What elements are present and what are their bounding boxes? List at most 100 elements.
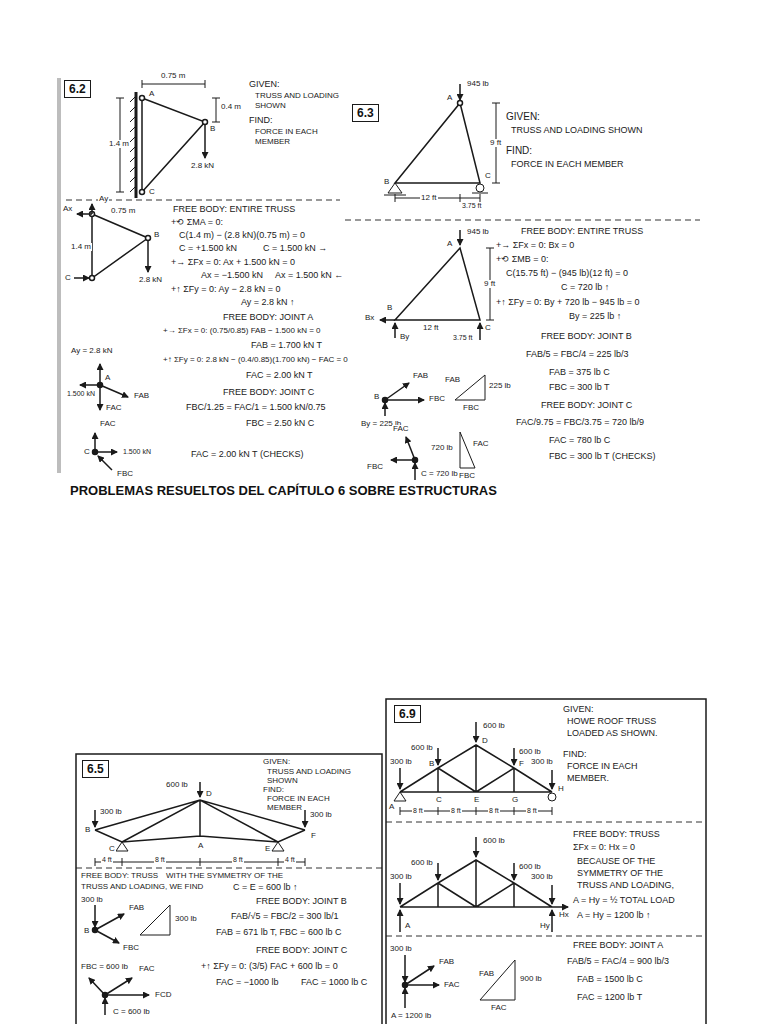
- annotation-text: A: [404, 922, 411, 930]
- annotation-text: 12 ft: [420, 194, 438, 202]
- truss-6-3-part: [414, 463, 416, 480]
- annotation-text: C: [435, 796, 443, 804]
- truss-6-2-part: [90, 276, 95, 281]
- annotation-text: +→ ΣFx = 0: Ax + 1.500 kN = 0: [170, 258, 296, 267]
- annotation-text: HOWE ROOF TRUSS: [566, 717, 657, 726]
- panel-frame-part: [386, 699, 706, 1024]
- problem-number: 6.2: [69, 82, 86, 96]
- annotation-text: FAC = −1000 lb: [215, 978, 280, 987]
- binding-strip-part: [57, 78, 61, 473]
- truss-6-2-part: [203, 120, 208, 125]
- annotation-text: Ax = −1.500 kN: [200, 271, 264, 280]
- annotation-text: FAC = 1000 lb C: [300, 978, 368, 987]
- annotation-text: MEMBER.: [566, 774, 610, 783]
- annotation-text: 600 lb: [518, 863, 542, 871]
- annotation-text: TRUSS AND LOADING, WE FIND: [80, 883, 204, 891]
- annotation-text: FORCE IN EACH: [254, 128, 319, 136]
- truss-6-3-part: [385, 399, 424, 401]
- annotation-text: E: [264, 845, 271, 853]
- annotation-text: Ax = 1.500 kN ←: [274, 271, 344, 280]
- annotation-text: WITH THE SYMMETRY OF THE: [165, 872, 284, 880]
- annotation-text: GIVEN:: [505, 112, 541, 122]
- annotation-text: FAB/5 = FBC/4 = 225 lb/3: [525, 350, 630, 359]
- annotation-text: FREE BODY: ENTIRE TRUSS: [172, 205, 296, 214]
- truss-6-9-part: [475, 722, 477, 742]
- annotation-text: B: [383, 178, 390, 186]
- truss-6-2-part: [80, 384, 100, 386]
- truss-6-5-part: [95, 914, 124, 930]
- truss-6-9-part: [513, 748, 515, 765]
- truss-6-2-part: [142, 98, 205, 192]
- annotation-text: FBC: [116, 470, 134, 478]
- annotation-text: FCD: [154, 991, 172, 999]
- annotation-text: FORCE IN EACH MEMBER: [510, 160, 625, 169]
- annotation-text: FREE BODY: JOINT B: [540, 332, 633, 341]
- annotation-text: +↑ ΣFy = 0: Ay − 2.8 kN = 0: [170, 285, 281, 294]
- annotation-text: Ay = 2.8 kN: [70, 347, 113, 355]
- annotation-text: FREE BODY: ENTIRE TRUSS: [520, 227, 644, 236]
- annotation-text: A: [388, 803, 395, 811]
- truss-6-3-part: [472, 193, 488, 194]
- annotation-text: B: [83, 927, 90, 935]
- truss-6-2-part: [212, 98, 220, 122]
- annotation-text: C = +1.500 kN: [178, 244, 238, 253]
- annotation-text: FAC/9.75 = FBC/3.75 = 720 lb/9: [515, 418, 645, 427]
- truss-6-9-part: [552, 906, 568, 908]
- annotation-text: +→ ΣFx = 0: Bx = 0: [495, 241, 575, 250]
- panel-frame: [76, 699, 706, 1024]
- truss-6-9-part: [437, 863, 439, 880]
- annotation-text: B: [209, 125, 216, 133]
- truss-6-2-part: [130, 96, 136, 192]
- annotation-text: FBC = 300 lb T: [548, 383, 611, 392]
- annotation-text: By = 225 lb ↑: [568, 312, 622, 321]
- annotation-text: FBC = 600 lb: [80, 963, 129, 971]
- truss-6-5-part: [199, 782, 201, 797]
- annotation-text: A = Hy = 1200 lb ↑: [576, 911, 652, 920]
- annotation-text: FAC = 2.00 kN T: [245, 371, 314, 380]
- problem-number-box: 6.5: [82, 760, 109, 778]
- truss-6-9-part: [548, 793, 556, 801]
- annotation-text: MEMBER: [266, 804, 303, 812]
- annotation-text: GIVEN:: [262, 758, 291, 766]
- annotation-text: FAC: [138, 965, 156, 973]
- truss-6-2-part: [94, 433, 96, 452]
- truss-6-5-part: [95, 800, 305, 842]
- annotation-text: B: [153, 231, 160, 239]
- annotation-text: C(15.75 ft) − (945 lb)(12 ft) = 0: [505, 269, 629, 278]
- annotation-text: FBC: [366, 463, 384, 471]
- truss-6-3-part: [395, 248, 480, 320]
- annotation-text: C = 600 lb: [112, 1008, 151, 1016]
- annotation-text: 8 ft: [154, 856, 166, 863]
- truss-6-9-part: [405, 966, 434, 985]
- annotation-text: Ax: [62, 205, 73, 213]
- annotation-text: FAB: [133, 392, 150, 400]
- annotation-text: 900 lb: [519, 975, 543, 983]
- annotation-text: GIVEN:: [562, 705, 595, 714]
- annotation-text: A: [446, 94, 453, 102]
- annotation-text: TRUSS AND LOADING: [266, 768, 352, 776]
- binding-strip: [57, 78, 61, 473]
- annotation-text: C: [484, 324, 492, 332]
- truss-6-3-part: [380, 319, 395, 321]
- annotation-text: FAC: [392, 425, 410, 433]
- truss-6-3-part: [394, 323, 396, 338]
- truss-6-9-part: [551, 770, 553, 789]
- annotation-text: 8 ft: [232, 856, 244, 863]
- annotation-text: B: [84, 826, 91, 834]
- problem-number: 6.3: [357, 106, 374, 120]
- annotation-text: BECAUSE OF THE: [576, 857, 656, 866]
- truss-6-2-part: [98, 456, 112, 470]
- truss-6-2-part: [99, 385, 101, 410]
- annotation-text: 0.4 m: [220, 103, 242, 111]
- truss-6-5-part: [105, 994, 149, 996]
- truss-6-3-part: [459, 84, 461, 100]
- annotation-text: 8 ft: [450, 807, 462, 814]
- truss-6-9-part: [404, 988, 406, 1008]
- truss-6-3-part: [459, 230, 461, 245]
- annotation-text: 720 lb: [430, 444, 454, 452]
- truss-6-3-part: [406, 437, 415, 460]
- annotation-text: FIND:: [505, 146, 533, 156]
- problem-number-box: 6.3: [352, 104, 379, 122]
- annotation-text: C: [64, 274, 72, 282]
